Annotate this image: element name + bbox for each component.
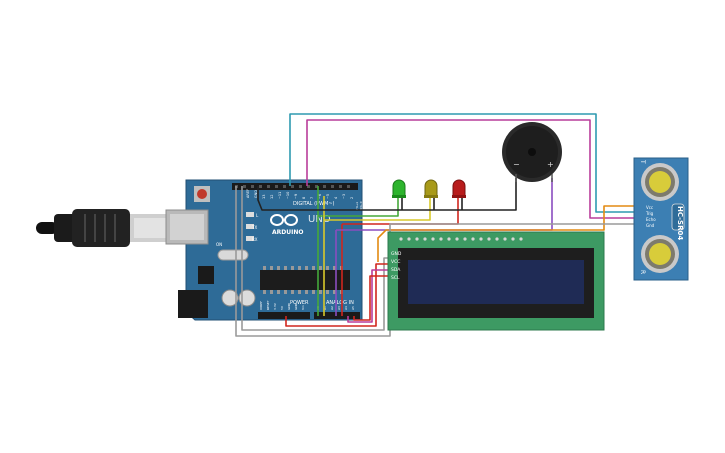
svg-text:2: 2 [350,197,354,199]
svg-text:A4: A4 [344,306,348,310]
svg-text:IOREF: IOREF [259,301,263,310]
svg-text:A5: A5 [351,306,355,310]
sensor-pin-labels: Vcc Trig Echo Gnd [645,205,656,228]
svg-text:Vin: Vin [301,305,305,310]
svg-text:GND: GND [287,302,291,310]
sensor-transducer [641,235,679,273]
brand-label: ARDUINO [272,229,303,236]
svg-text:A1: A1 [323,306,327,310]
board-name-label: UNO [308,214,331,225]
svg-text:~3: ~3 [342,194,346,199]
usb-cable[interactable] [36,209,170,247]
capacitor [221,289,239,307]
buzzer-plus-label: + [547,160,554,169]
sensor-transducer [641,163,679,201]
lcd-screen [408,260,584,304]
digital-header-label: DIGITAL (PWM~) [293,201,335,207]
svg-text:8: 8 [302,197,306,199]
svg-text:A3: A3 [337,306,341,310]
svg-text:VCC: VCC [391,259,400,265]
piezo-buzzer[interactable]: − + [502,122,562,182]
wire-scl[interactable] [353,275,392,321]
wire-purple-buzzer[interactable] [336,178,553,231]
power-pin-labels: IOREF RESET 3.3V 5V GND GND Vin [259,300,305,310]
sensor-r-label: R [639,270,646,274]
svg-text:12: 12 [270,195,274,199]
wire-sda[interactable] [347,269,392,323]
wire-green-led[interactable] [318,198,399,217]
svg-text:A2: A2 [330,306,334,310]
wire-black-gnd[interactable] [257,178,517,211]
l-label: L [256,213,259,218]
svg-text:SDA: SDA [391,267,401,273]
aref-label: AREF [246,189,250,198]
led-green[interactable] [392,179,406,198]
led-red[interactable] [452,179,466,198]
arduino-logo [270,214,298,226]
digital-header[interactable] [232,183,358,190]
wire-gray-2[interactable] [241,186,392,331]
arduino-uno-board[interactable]: ARDUINO UNO DIGITAL (PWM~) POWER ANALOG … [165,179,363,321]
svg-text:Gnd: Gnd [646,223,655,228]
svg-text:~6: ~6 [318,194,322,199]
svg-text:RX←0: RX←0 [359,201,363,210]
lcd-pin-labels: GND VCC SDA SCL [391,251,402,281]
analog-header-label: ANALOG IN [326,300,354,306]
led-yellow[interactable] [424,179,438,198]
digital-pin-labels: 13 12 ~11 ~10 ~9 8 7 ~6 ~5 4 ~3 2 TX→1 R… [262,192,363,211]
capacitor [238,289,256,307]
svg-text:13: 13 [262,195,266,199]
svg-text:~9: ~9 [294,194,298,199]
svg-text:GND: GND [391,251,402,257]
power-header[interactable] [258,312,310,319]
svg-text:~5: ~5 [326,194,330,199]
svg-text:~10: ~10 [286,192,290,199]
svg-text:TX→1: TX→1 [355,202,359,211]
buzzer-minus-label: − [513,160,520,169]
wire-teal[interactable] [289,113,634,213]
on-label: ON [216,242,222,247]
svg-text:GND: GND [294,302,298,310]
tx-label: TX [251,225,257,230]
lcd-16x2-i2c[interactable]: GND VCC SDA SCL [387,231,605,331]
wire-orange-vcc[interactable] [377,205,634,262]
wire-gray-gnd[interactable] [235,186,634,337]
svg-text:Echo: Echo [646,217,656,222]
svg-text:4: 4 [334,196,338,199]
rx-label: RX [252,237,258,242]
svg-text:3.3V: 3.3V [273,302,277,310]
svg-text:5V: 5V [280,305,284,310]
power-jack [178,290,208,318]
svg-text:RESET: RESET [266,300,270,310]
svg-text:7: 7 [310,197,314,199]
atmega-chip [260,270,350,290]
svg-text:SCL: SCL [391,275,400,281]
analog-header[interactable] [314,312,360,319]
wire-red-power[interactable] [285,263,392,327]
svg-text:Vcc: Vcc [646,205,653,210]
sensor-t-label: T [639,159,646,164]
power-header-label: POWER [290,300,309,306]
sensor-name-label: HC-SR04 [676,206,684,240]
hc-sr04-sensor[interactable]: HC-SR04 T R Vcc Trig Echo Gnd [633,157,689,281]
svg-text:~11: ~11 [278,192,282,199]
gnd-label: GND [254,190,258,198]
svg-text:Trig: Trig [645,211,654,216]
wire-yellow-led[interactable] [324,198,431,221]
